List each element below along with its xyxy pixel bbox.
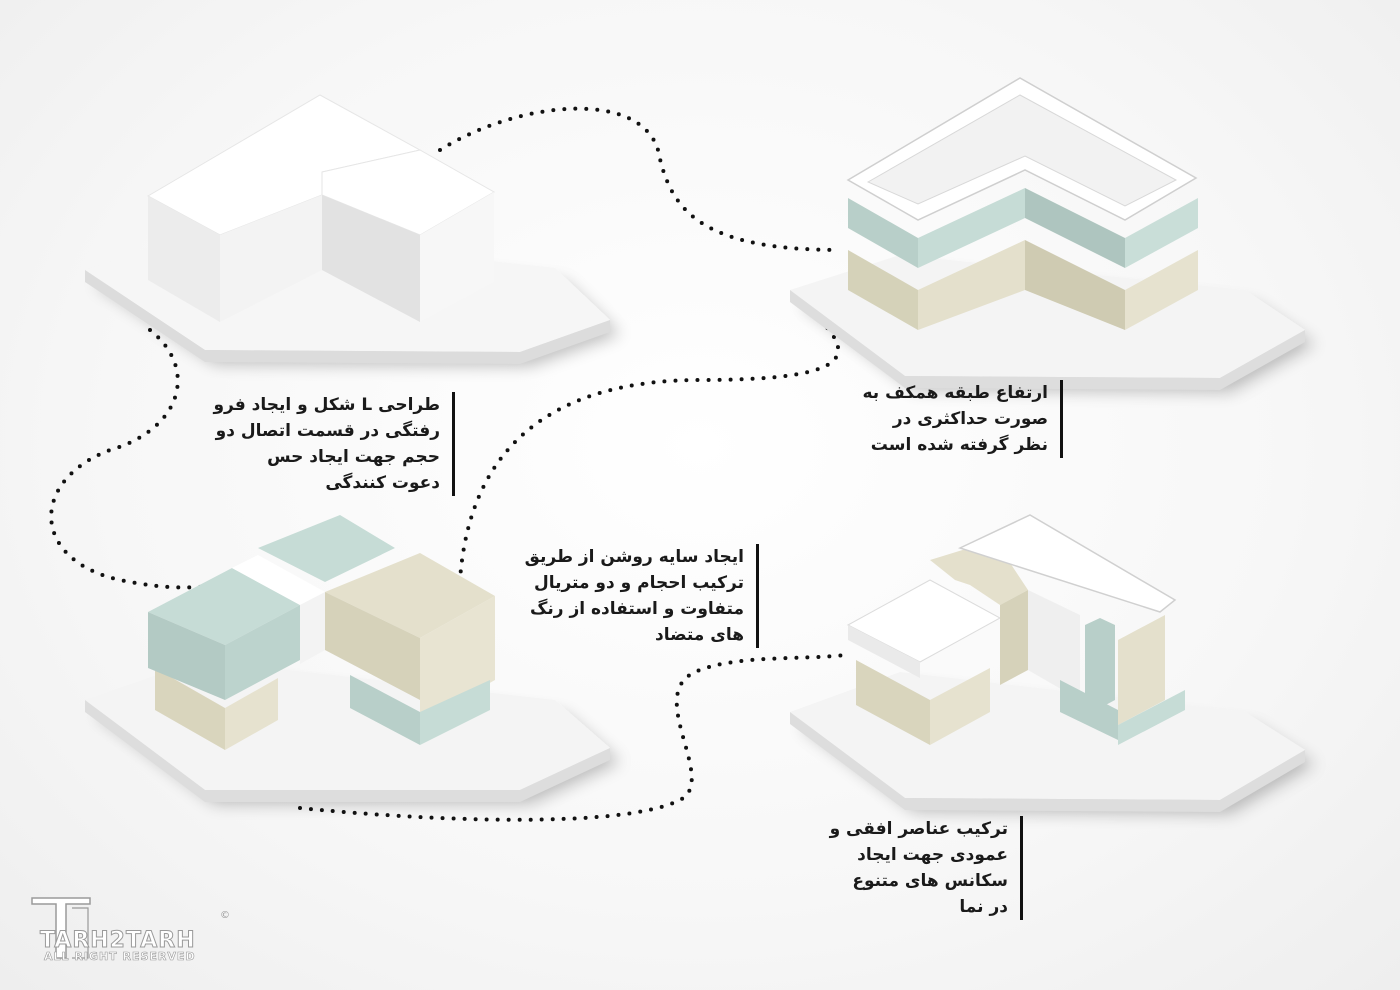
- caption-line: سکانس های متنوع: [852, 871, 1008, 891]
- sage-base-back: [1060, 680, 1118, 740]
- caption-line: های متضاد: [655, 625, 744, 645]
- connector-3-4: [298, 653, 847, 822]
- connector-2-3: [458, 318, 841, 582]
- lower-beige-left: [155, 668, 225, 750]
- back-wall: [1028, 590, 1080, 700]
- upper-floor-right: [1125, 198, 1198, 268]
- upper-floor-inner: [1025, 188, 1125, 268]
- white-connector-side: [300, 592, 325, 664]
- caption-horizontal-vertical: ترکیب عناصر افقی و عمودی جهت ایجاد سکانس…: [790, 816, 1023, 920]
- roof-inner: [866, 94, 1178, 207]
- caption-line: ارتفاع طبقه همکف به: [862, 383, 1049, 403]
- l-front-mid: [220, 195, 322, 322]
- upper-floor-left: [848, 198, 918, 268]
- caption-line: ترکیب احجام و دو متریال: [533, 573, 744, 593]
- caption-line: عمودی جهت ایجاد: [857, 845, 1008, 865]
- sage-box-top: [148, 568, 300, 645]
- beige-box-front: [325, 592, 420, 700]
- lower-beige-right: [225, 678, 278, 750]
- ground-floor-right: [1125, 250, 1198, 330]
- sage-frame: [1085, 618, 1115, 708]
- connector-1-3: [49, 328, 242, 590]
- beige-box-top: [325, 553, 495, 638]
- watermark-name: TARH2TARH: [40, 928, 196, 954]
- caption-line: دعوت کنندگی: [325, 473, 440, 493]
- ground-floor-mid: [918, 240, 1025, 330]
- model-two-materials: [85, 515, 610, 802]
- ground-floor-left: [848, 250, 918, 330]
- beige-lower-front: [856, 660, 930, 745]
- caption-line: طراحی L شکل و ایجاد فرو: [213, 395, 440, 415]
- sage-roof-back: [258, 515, 395, 582]
- watermark-registered: ©: [220, 910, 230, 921]
- beige-lower-side: [930, 668, 990, 745]
- caption-line: ترکیب عناصر افقی و: [829, 819, 1008, 839]
- horizontal-slab-edge: [848, 625, 920, 678]
- sage-box-front: [148, 612, 225, 700]
- watermark-logo-icon: [31, 897, 91, 959]
- caption-line: صورت حداکثری در: [892, 409, 1048, 429]
- sage-base-side: [420, 680, 490, 745]
- caption-line: در نما: [959, 897, 1008, 917]
- caption-line: متفاوت و استفاده از رنگ: [529, 599, 744, 619]
- back-roof: [957, 514, 1177, 613]
- sage-base-right: [350, 675, 420, 745]
- upper-floor-mid: [918, 188, 1025, 268]
- l-front-right: [420, 192, 494, 322]
- l-inner: [322, 195, 420, 322]
- l-front-left: [148, 196, 220, 322]
- watermark-rights: ALL RIGHT RESERVED: [44, 950, 196, 964]
- caption-line: رفتگی در قسمت اتصال دو: [215, 421, 440, 441]
- model-sequence: [790, 514, 1305, 812]
- caption-line: ایجاد سایه روشن از طریق: [524, 547, 744, 567]
- caption-l-shape: طراحی L شکل و ایجاد فرو رفتگی در قسمت ات…: [213, 392, 455, 496]
- vertical-fin-face: [1000, 590, 1028, 685]
- sage-base-side: [1118, 690, 1185, 745]
- model-l-shape: [85, 94, 610, 364]
- white-connector-top: [232, 555, 325, 605]
- model-layered: [790, 77, 1305, 390]
- sage-box-side: [225, 605, 300, 700]
- beige-tower: [1118, 615, 1165, 725]
- caption-line: نظر گرفته شده است: [870, 435, 1048, 455]
- connector-1-2: [438, 106, 842, 252]
- caption-ground-floor-height: ارتفاع طبقه همکف به صورت حداکثری در نظر …: [862, 380, 1063, 458]
- dotted-connector: [49, 106, 847, 822]
- ground-floor-inner: [1025, 240, 1125, 330]
- caption-line: حجم جهت ایجاد حس: [267, 447, 440, 467]
- caption-light-shadow: ایجاد سایه روشن از طریق ترکیب احجام و دو…: [500, 544, 759, 648]
